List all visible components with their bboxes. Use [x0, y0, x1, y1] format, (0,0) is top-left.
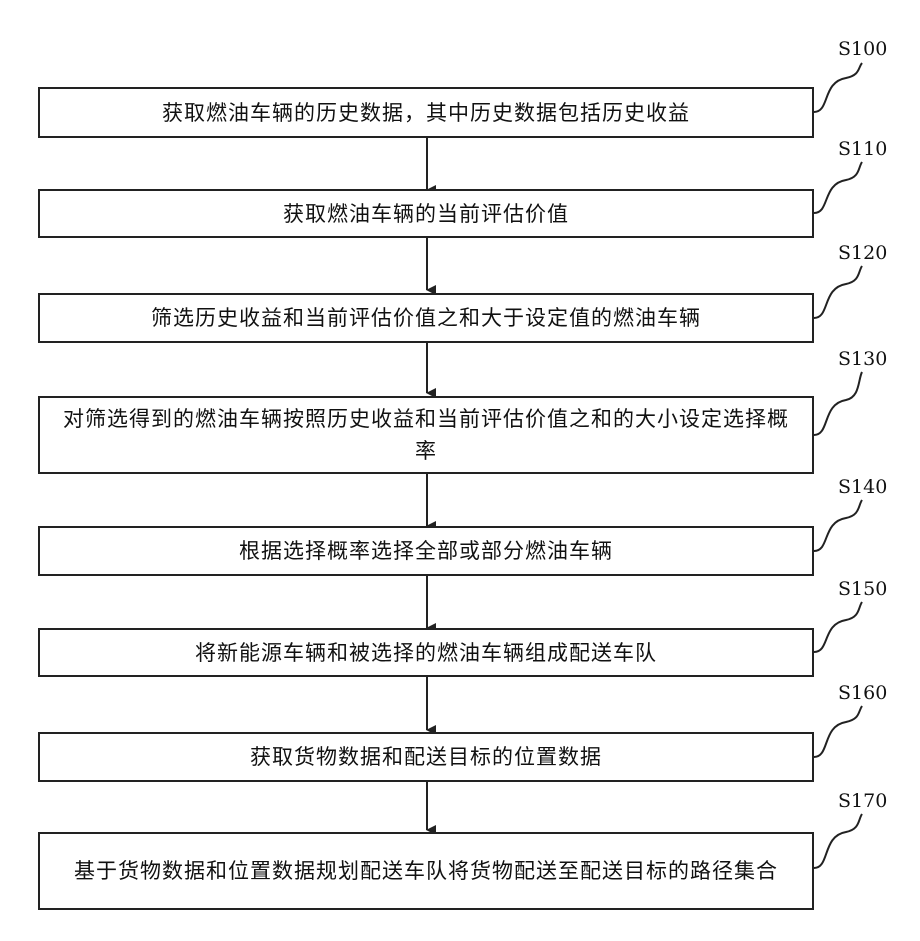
step-box-s150: 将新能源车辆和被选择的燃油车辆组成配送车队	[38, 628, 814, 677]
leader-s140	[814, 500, 862, 551]
leader-s120	[814, 266, 862, 318]
step-text-s130: 对筛选得到的燃油车辆按照历史收益和当前评估价值之和的大小设定选择概率	[62, 403, 790, 467]
step-box-s120: 筛选历史收益和当前评估价值之和大于设定值的燃油车辆	[38, 293, 814, 343]
leader-s100	[814, 63, 862, 112]
step-text-s110: 获取燃油车辆的当前评估价值	[283, 198, 569, 230]
step-label-s160: S160	[838, 682, 887, 704]
step-label-s150: S150	[838, 578, 887, 600]
step-text-s170: 基于货物数据和位置数据规划配送车队将货物配送至配送目标的路径集合	[74, 855, 778, 887]
leader-s170	[814, 814, 862, 868]
leader-s150	[814, 602, 862, 652]
step-label-s100: S100	[838, 38, 887, 60]
step-box-s140: 根据选择概率选择全部或部分燃油车辆	[38, 526, 814, 576]
step-label-s120: S120	[838, 242, 887, 264]
step-label-s170: S170	[838, 790, 887, 812]
step-box-s100: 获取燃油车辆的历史数据，其中历史数据包括历史收益	[38, 87, 814, 138]
step-label-s140: S140	[838, 476, 887, 498]
step-label-s110: S110	[838, 138, 887, 160]
step-text-s120: 筛选历史收益和当前评估价值之和大于设定值的燃油车辆	[151, 302, 701, 334]
step-text-s100: 获取燃油车辆的历史数据，其中历史数据包括历史收益	[162, 97, 690, 129]
step-label-s130: S130	[838, 348, 887, 370]
leader-s110	[814, 162, 862, 213]
step-box-s160: 获取货物数据和配送目标的位置数据	[38, 732, 814, 782]
step-text-s140: 根据选择概率选择全部或部分燃油车辆	[239, 535, 613, 567]
step-box-s130: 对筛选得到的燃油车辆按照历史收益和当前评估价值之和的大小设定选择概率	[38, 396, 814, 474]
leader-s160	[814, 706, 862, 757]
step-text-s150: 将新能源车辆和被选择的燃油车辆组成配送车队	[195, 637, 657, 669]
step-box-s110: 获取燃油车辆的当前评估价值	[38, 189, 814, 238]
step-box-s170: 基于货物数据和位置数据规划配送车队将货物配送至配送目标的路径集合	[38, 832, 814, 910]
step-text-s160: 获取货物数据和配送目标的位置数据	[250, 741, 602, 773]
leader-s130	[814, 372, 862, 435]
